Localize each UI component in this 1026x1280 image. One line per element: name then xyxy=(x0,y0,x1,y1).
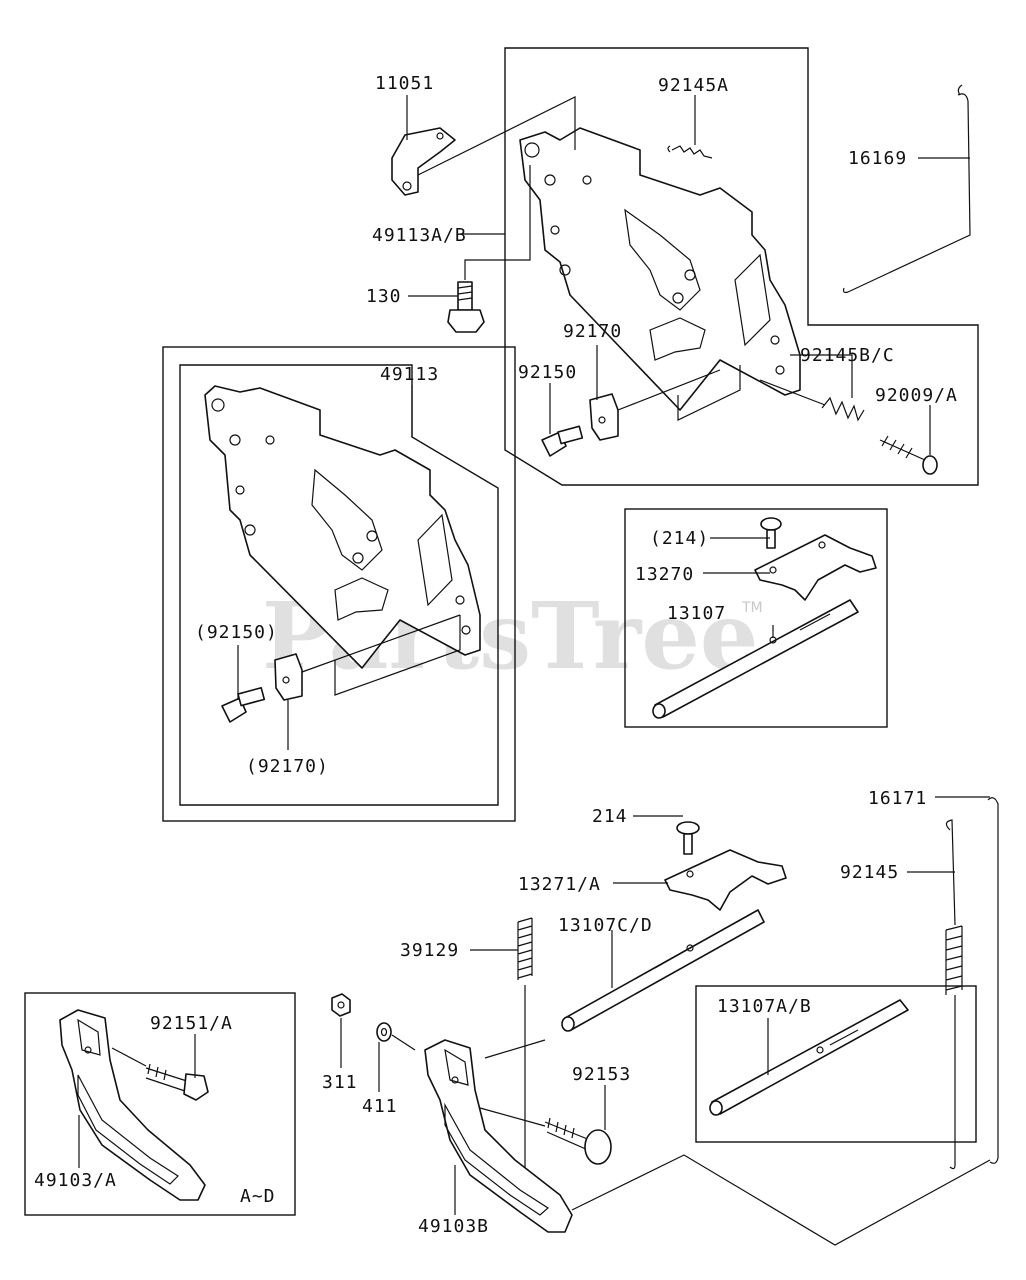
label-92145BC: 92145B/C xyxy=(800,345,895,366)
bolt-92150-alt xyxy=(221,686,266,723)
label-49113: 49113 xyxy=(380,364,439,385)
label-311: 311 xyxy=(322,1072,358,1093)
plate-13271A xyxy=(664,849,787,911)
leader-92170-alt-link xyxy=(301,614,461,673)
label-11051: 11051 xyxy=(375,73,434,94)
label-92150: 92150 xyxy=(518,362,577,383)
label-92145: 92145 xyxy=(840,862,899,883)
watermark-tm: TM xyxy=(741,600,763,616)
lever-49103A xyxy=(59,1009,206,1201)
bolt-92151A xyxy=(145,1063,209,1101)
shaft-13107AB-box xyxy=(695,985,977,1143)
plate-13270 xyxy=(754,534,877,601)
rod-16169 xyxy=(842,84,971,294)
label-13107AB: 13107A/B xyxy=(717,996,812,1017)
alt-bracket-box-inner xyxy=(179,364,499,806)
label-16171: 16171 xyxy=(868,788,927,809)
plate-11051 xyxy=(391,127,456,196)
label-92170: 92170 xyxy=(563,321,622,342)
label-92170-alt: (92170) xyxy=(246,756,329,777)
leader-92170-link xyxy=(617,369,721,411)
label-13107CD: 13107C/D xyxy=(558,915,653,936)
label-92009A: 92009/A xyxy=(875,385,958,406)
shaft-13107CD xyxy=(561,909,765,1032)
label-49113AB: 49113A/B xyxy=(372,225,467,246)
label-214-alt: (214) xyxy=(650,528,709,549)
lever-49103A-box xyxy=(24,992,296,1216)
shaft-13107 xyxy=(652,599,859,719)
screw-214 xyxy=(676,821,700,855)
label-92153: 92153 xyxy=(572,1064,631,1085)
bolt-92009A xyxy=(879,435,938,475)
label-214: 214 xyxy=(592,806,628,827)
label-39129: 39129 xyxy=(400,940,459,961)
leader-spring-link xyxy=(759,379,826,406)
leader-130-link xyxy=(464,165,531,280)
label-16169: 16169 xyxy=(848,148,907,169)
bolt-92150 xyxy=(541,425,584,457)
spring-39129 xyxy=(517,917,533,980)
bolt-92153 xyxy=(544,1117,612,1165)
screw-214-alt xyxy=(760,517,782,549)
alt-bracket-box-outer xyxy=(162,346,516,822)
control-bracket-alt xyxy=(204,385,481,696)
leader-92153-link xyxy=(479,1107,546,1127)
lever-49103B xyxy=(424,1039,573,1233)
label-variant-range: A~D xyxy=(240,1186,276,1207)
label-92145A: 92145A xyxy=(658,75,729,96)
leader-11051-link xyxy=(417,96,576,176)
leader-49103B-link xyxy=(484,1039,546,1059)
label-49103B: 49103B xyxy=(418,1216,489,1237)
spring-92145BC xyxy=(821,396,865,422)
bolt-130 xyxy=(447,281,485,333)
leader-lines xyxy=(78,95,990,1215)
spring-92145A xyxy=(667,145,713,159)
spring-92145 xyxy=(945,819,963,1170)
label-92151A: 92151/A xyxy=(150,1013,233,1034)
shaft-13107-box xyxy=(624,508,888,728)
lower-assembly-outline xyxy=(571,1154,991,1246)
leader-411-link xyxy=(391,1034,416,1051)
label-13107: 13107 xyxy=(667,603,726,624)
label-13271A: 13271/A xyxy=(518,874,601,895)
nut-311 xyxy=(331,993,351,1017)
clip-92170-alt xyxy=(274,653,303,701)
label-130: 130 xyxy=(366,286,402,307)
label-92150-alt: (92150) xyxy=(195,622,278,643)
control-bracket-upper xyxy=(519,127,801,421)
leader-92151A-link xyxy=(111,1047,147,1067)
shaft-13107AB xyxy=(709,999,909,1116)
label-411: 411 xyxy=(362,1096,398,1117)
clip-92170 xyxy=(589,393,619,441)
part-labels: 11051 92145A 16169 49113A/B 130 92170 92… xyxy=(34,73,958,1237)
label-49103A: 49103/A xyxy=(34,1170,117,1191)
washer-411 xyxy=(376,1022,392,1042)
label-13270: 13270 xyxy=(635,564,694,585)
rod-16171 xyxy=(987,797,999,1164)
